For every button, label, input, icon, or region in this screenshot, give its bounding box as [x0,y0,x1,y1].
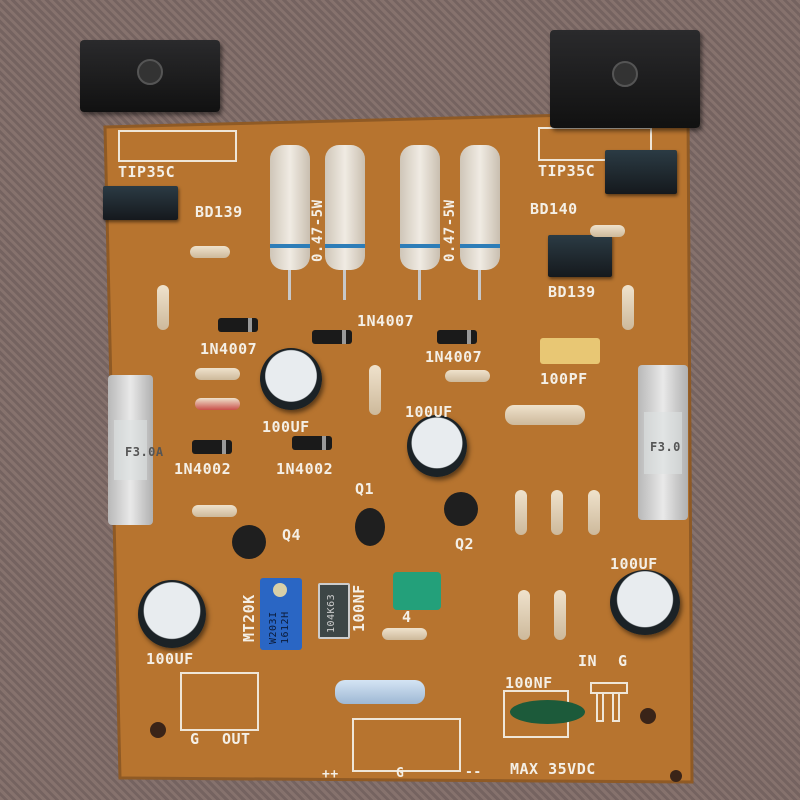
diode [292,436,332,450]
bd139-right-transistor [548,235,612,277]
mounting-hole [670,770,682,782]
capacitor-label: 100UF [405,403,453,421]
diode-label: 1N4002 [174,460,232,478]
bd140-label: BD140 [530,200,578,218]
power-ground-label: G [396,766,405,781]
q2-label: Q2 [455,535,475,553]
bd139-left-transistor [103,186,178,220]
diode [312,330,352,344]
electrolytic-capacitor [260,348,322,410]
tip35c-right-label: TIP35C [538,162,596,180]
diode-label: 1N4007 [357,312,415,330]
resistor [590,225,625,237]
capacitor-label: 100PF [540,370,588,388]
fuse-label: F3.0A [125,445,164,459]
tip35c-footprint [118,130,237,162]
diode-label: 1N4007 [425,348,483,366]
diode [192,440,232,454]
q4-label: Q4 [282,526,302,544]
electrolytic-capacitor [610,570,680,635]
fuse-right [638,365,688,520]
input-pin [612,692,620,722]
input-ground-label: G [618,652,628,670]
electrolytic-capacitor [138,580,206,648]
power-resistor-label: 0.47-5W [310,199,326,262]
resistor [445,370,490,382]
electrolytic-capacitor [407,415,467,477]
power-connector[interactable] [352,718,461,772]
capacitor-label: 100UF [146,650,194,668]
resistor [588,490,600,535]
ceramic-capacitor-100nf [510,700,585,724]
film-capacitor-100pf [540,338,600,364]
output-connector[interactable] [180,672,259,731]
fuse-left [108,375,153,525]
output-label: OUT [222,730,251,748]
input-label: IN [578,652,598,670]
resistor [369,365,381,415]
tip35c-right-transistor [550,30,700,128]
diode [218,318,258,332]
input-header[interactable] [590,682,628,694]
tip35c-left-label: TIP35C [118,163,176,181]
capacitor-label: 100NF [505,674,553,692]
power-resistor [270,145,310,300]
power-minus-label: -- [465,765,482,780]
trimmer-label: MT20K [240,594,258,642]
transistor-q4 [232,525,266,559]
diode-label: 1N4002 [276,460,334,478]
tip35c-footprint [538,127,652,161]
resistor [551,490,563,535]
power-resistor-blue [335,680,425,704]
q1-label: Q1 [355,480,375,498]
input-pin [596,692,604,722]
capacitor-label: 100UF [610,555,658,573]
resistor [505,405,585,425]
diode-label: 1N4007 [200,340,258,358]
resistor [515,490,527,535]
capacitor-label: 100UF [262,418,310,436]
trimmer-marking: 1612H [280,611,291,644]
mounting-hole [150,722,166,738]
transistor-q1 [355,508,385,546]
resistor [622,285,634,330]
capacitor-marking: 104K63 [326,593,337,633]
max-voltage-label: MAX 35VDC [510,760,596,778]
bd139-left-label: BD139 [195,203,243,221]
power-plus-label: ++ [322,767,339,782]
resistor [554,590,566,640]
bd140-transistor [605,150,677,194]
transistor-q2 [444,492,478,526]
green-film-capacitor [393,572,441,610]
trimmer-marking: W203I [268,611,279,644]
tip35c-left-transistor [80,40,220,112]
resistor [192,505,237,517]
power-resistor-label: 0.47-5W [442,199,458,262]
output-ground-label: G [190,730,200,748]
capacitor-label: 100NF [350,584,368,632]
resistor [157,285,169,330]
box-capacitor-100nf: 104K63 [318,583,350,639]
power-resistor [400,145,440,300]
resistor [518,590,530,640]
fuse-label: F3.0 [650,440,681,454]
power-resistor [460,145,500,300]
resistor [195,368,240,380]
bd139-right-label: BD139 [548,283,596,301]
mounting-hole [640,708,656,724]
capacitor-mark: 4 [402,608,412,626]
trimmer-adjust-screw[interactable] [273,583,287,597]
resistor [382,628,427,640]
diode [437,330,477,344]
trimmer-potentiometer[interactable]: W203I 1612H [260,578,302,650]
resistor [190,246,230,258]
resistor [195,398,240,410]
power-resistor [325,145,365,300]
